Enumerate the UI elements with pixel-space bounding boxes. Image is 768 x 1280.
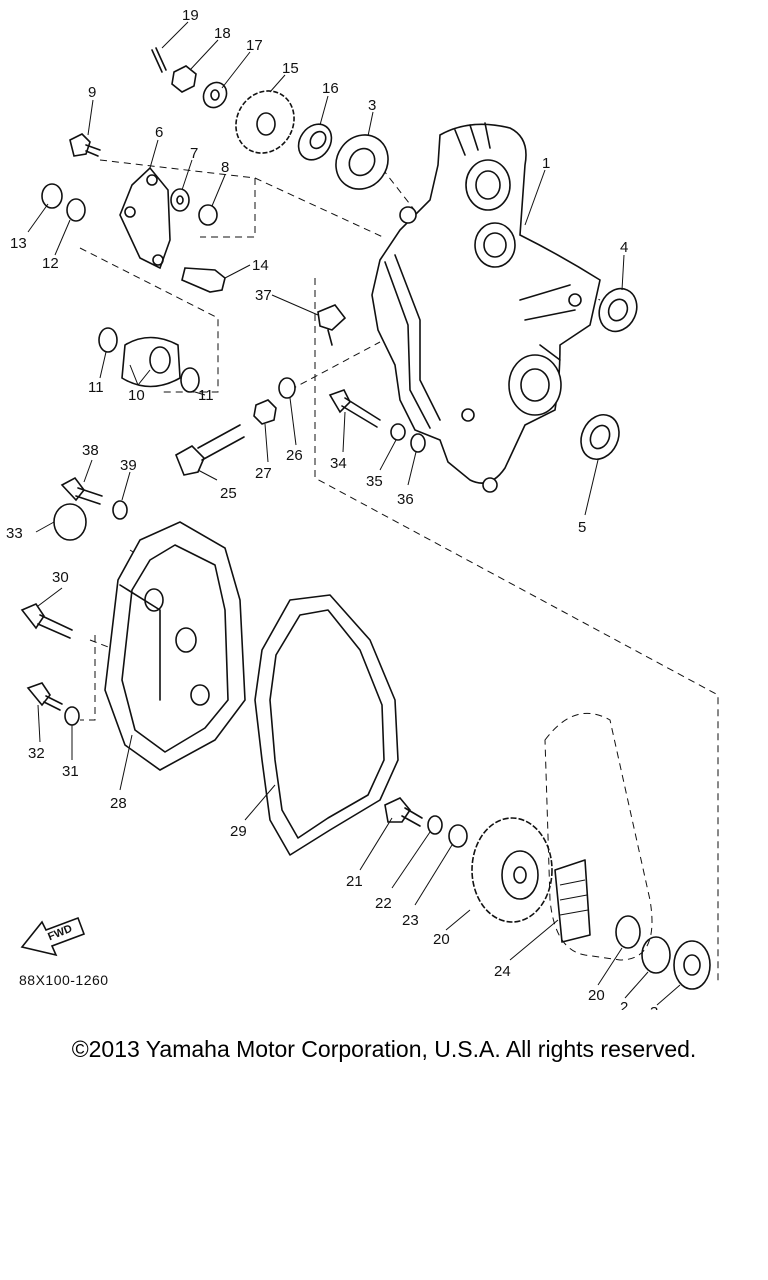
callout-labels: 19 18 17 15 16 3 1 4 9 6 7 8 13 12 14 37… [6, 7, 658, 1010]
diagram-part-code: 88X100-1260 [19, 972, 109, 988]
callout-2: 2 [620, 999, 628, 1010]
washer-40 [112, 500, 128, 520]
pin-14 [181, 267, 226, 293]
callout-19: 19 [182, 7, 199, 24]
fwd-arrow-icon: FWD [20, 916, 86, 957]
callout-29: 28 [110, 795, 127, 812]
callout-4: 4 [620, 239, 628, 256]
callout-15: 15 [282, 60, 299, 77]
collar-8 [198, 204, 218, 226]
grease-nipple-38 [317, 304, 347, 346]
callout-6: 6 [155, 124, 163, 141]
callout-10: 10 [128, 387, 145, 404]
cap-34 [53, 503, 87, 541]
callout-11-right: 11 [198, 387, 214, 404]
callout-34: 33 [6, 525, 23, 542]
tensioner-arm-6 [119, 166, 171, 270]
callout-27: 26 [286, 447, 303, 464]
callout-38: 37 [255, 287, 272, 304]
bolt-35 [328, 389, 381, 428]
gasket-30 [254, 594, 399, 856]
circlip-2 [641, 936, 671, 974]
exploded-parts-diagram: FWD [6, 7, 719, 1010]
callout-11-left: 11 [88, 379, 104, 396]
collar-23 [427, 815, 443, 835]
callout-23: 22 [375, 895, 392, 912]
washer-24 [448, 824, 468, 848]
callout-22: 21 [346, 873, 363, 890]
callout-12: 12 [42, 255, 59, 272]
roller-10 [121, 336, 181, 388]
washer-12 [66, 198, 86, 222]
callout-36: 35 [366, 473, 383, 490]
callout-30: 29 [230, 823, 247, 840]
callout-20: 20 [433, 931, 450, 948]
callout-3-top: 3 [368, 97, 376, 114]
chain-case-cover-29 [104, 521, 246, 771]
callout-5: 5 [578, 519, 586, 536]
washer-27 [278, 377, 296, 399]
oil-seal-5 [580, 414, 620, 460]
callout-8: 8 [221, 159, 229, 176]
bolt-22 [384, 797, 423, 827]
sprocket-20 [471, 817, 553, 923]
leader-lines [27, 21, 681, 1006]
callout-35: 34 [330, 455, 347, 472]
collar-16 [297, 123, 333, 161]
callout-17: 17 [246, 37, 263, 54]
callout-40: 39 [120, 457, 137, 474]
callout-18: 18 [214, 25, 231, 42]
washer-17 [202, 81, 228, 109]
callout-24: 23 [402, 912, 419, 929]
copyright-notice: ©2013 Yamaha Motor Corporation, U.S.A. A… [71, 1036, 697, 1062]
bearing-3-top [335, 134, 389, 190]
callout-1: 1 [542, 155, 550, 172]
nut-28 [253, 399, 277, 425]
callout-32: 31 [62, 763, 79, 780]
callout-25: 24 [494, 963, 511, 980]
bolt-33 [26, 682, 63, 711]
callout-33: 32 [28, 745, 45, 762]
callout-21: 20 [588, 987, 605, 1004]
gear-case-housing [371, 122, 601, 493]
nut-18 [171, 65, 197, 93]
callout-31: 30 [52, 569, 69, 586]
washer-32 [64, 706, 80, 726]
callout-37: 36 [397, 491, 414, 508]
oil-seal-4 [598, 287, 638, 333]
washer-37 [410, 433, 426, 453]
bolt-9 [69, 133, 101, 157]
cotter-pin-19 [151, 47, 167, 73]
chain-25 [544, 712, 653, 961]
washer-11-b [180, 367, 200, 393]
nut-36 [390, 423, 406, 441]
washer-7 [170, 188, 190, 212]
callout-26: 25 [220, 485, 237, 502]
callout-3-bottom: 3 [650, 1004, 658, 1010]
callout-13: 13 [10, 235, 27, 252]
bolt-31 [20, 603, 73, 639]
callout-39: 38 [82, 442, 99, 459]
callout-9: 9 [88, 84, 96, 101]
callout-16: 16 [322, 80, 339, 97]
callout-14: 14 [252, 257, 269, 274]
bolt-26 [174, 424, 245, 476]
callout-7: 7 [190, 145, 198, 162]
bearing-3-bottom [673, 940, 711, 990]
bolt-39 [60, 476, 103, 505]
sprocket-15 [235, 90, 295, 154]
callout-28: 27 [255, 465, 272, 482]
collar-21 [615, 915, 641, 949]
washer-11-a [98, 327, 118, 353]
circlip-13 [41, 183, 63, 209]
